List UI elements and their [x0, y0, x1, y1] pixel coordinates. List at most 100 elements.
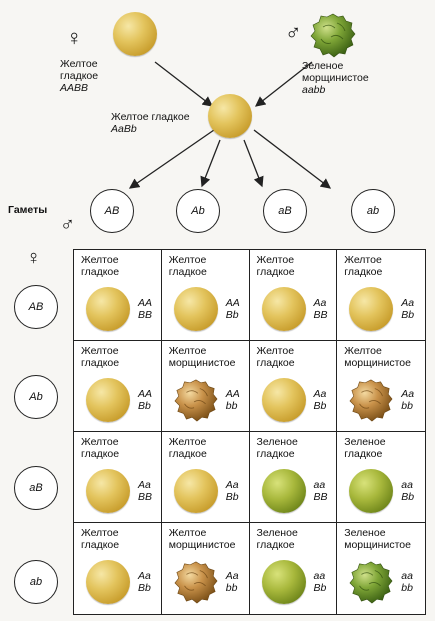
cell-phenotype-shape: гладкое: [256, 538, 295, 551]
cell-phenotype-shape: гладкое: [256, 265, 295, 278]
cell-genotype-b: Bb: [225, 309, 239, 321]
cell-phenotype-shape: гладкое: [168, 265, 207, 278]
cell-phenotype-color: Желтое: [81, 436, 119, 448]
female-parent-pea: [113, 12, 157, 56]
cell-phenotype-shape: морщинистое: [344, 538, 411, 551]
yellow-round-pea: [173, 469, 218, 513]
cell-phenotype-color: Зеленое: [344, 527, 386, 539]
male-gamete-Ab: Ab: [176, 189, 220, 233]
cell-genotype-a: AA: [225, 388, 240, 400]
cell-phenotype-color: Желтое: [168, 436, 207, 448]
cell-phenotype-shape: морщинистое: [168, 538, 236, 551]
male-parent-line2: морщинистое: [302, 72, 369, 84]
yellow-round-pea: [86, 378, 130, 422]
female-gamete-label: aB: [29, 482, 43, 494]
cell-phenotype-color: Желтое: [81, 527, 119, 539]
male-parent-genotype: aabb: [302, 84, 326, 96]
cell-genotype-b: bb: [225, 582, 238, 594]
cell-phenotype-shape: гладкое: [168, 447, 207, 460]
cell-genotype-a: Aa: [313, 297, 327, 309]
yellow-round-pea: [261, 287, 306, 331]
f1-genotype: AaBb: [111, 123, 137, 135]
male-parent-label: Зеленое морщинистое aabb: [302, 60, 369, 96]
cell-genotype-a: Aa: [138, 570, 151, 582]
female-parent-genotype: AABB: [60, 82, 89, 94]
cell-genotype-a: AA: [225, 297, 240, 309]
female-symbol-icon: ♀: [66, 25, 83, 50]
male-gamete-aB: aB: [263, 189, 307, 233]
cell-phenotype-color: Зеленое: [344, 436, 386, 448]
gametes-label: Гаметы: [8, 204, 48, 216]
yellow-round-pea: [173, 287, 218, 331]
cell-genotype-b: BB: [138, 309, 153, 321]
cell-genotype-a: aa: [401, 479, 413, 491]
arrow-male-to-f1: [254, 61, 313, 107]
cell-phenotype-shape: гладкое: [81, 356, 120, 369]
male-gametes-symbol-icon: ♂: [60, 214, 75, 236]
female-gamete-label: ab: [29, 576, 43, 588]
male-gamete-label: aB: [278, 205, 292, 217]
arrow-f1-to-ab: [253, 129, 332, 189]
male-parent-line1: Зеленое: [302, 60, 344, 72]
cell-phenotype-color: Желтое: [256, 345, 295, 357]
cell-phenotype-shape: морщинистое: [168, 356, 236, 369]
yellow-round-pea: [349, 287, 394, 331]
cell-genotype-a: aa: [401, 570, 413, 582]
female-gamete-ab: ab: [14, 560, 58, 604]
cell-genotype-a: Aa: [138, 479, 151, 491]
f1-label: Желтое гладкое AaBb: [111, 111, 190, 135]
cell-genotype-b: BB: [313, 309, 328, 321]
yellow-wrinkled-pea: [349, 379, 393, 422]
f1-pea: [208, 94, 252, 138]
cell-phenotype-color: Желтое: [168, 254, 207, 266]
yellow-round-pea: [86, 469, 130, 513]
cell-genotype-b: BB: [138, 491, 153, 503]
cell-genotype-b: bb: [225, 400, 238, 412]
arrow-f1-to-AB: [128, 129, 215, 189]
cell-genotype-b: BB: [313, 491, 328, 503]
green-round-pea: [349, 469, 394, 513]
cell-phenotype-shape: гладкое: [81, 265, 120, 278]
yellow-wrinkled-pea: [174, 379, 218, 422]
cell-genotype-a: Aa: [225, 570, 239, 582]
male-symbol-icon: ♂: [285, 20, 302, 45]
arrow-f1-to-Ab: [200, 139, 221, 188]
female-gamete-aB: aB: [14, 466, 58, 510]
cell-phenotype-shape: гладкое: [344, 265, 383, 278]
cell-phenotype-color: Желтое: [344, 345, 382, 357]
